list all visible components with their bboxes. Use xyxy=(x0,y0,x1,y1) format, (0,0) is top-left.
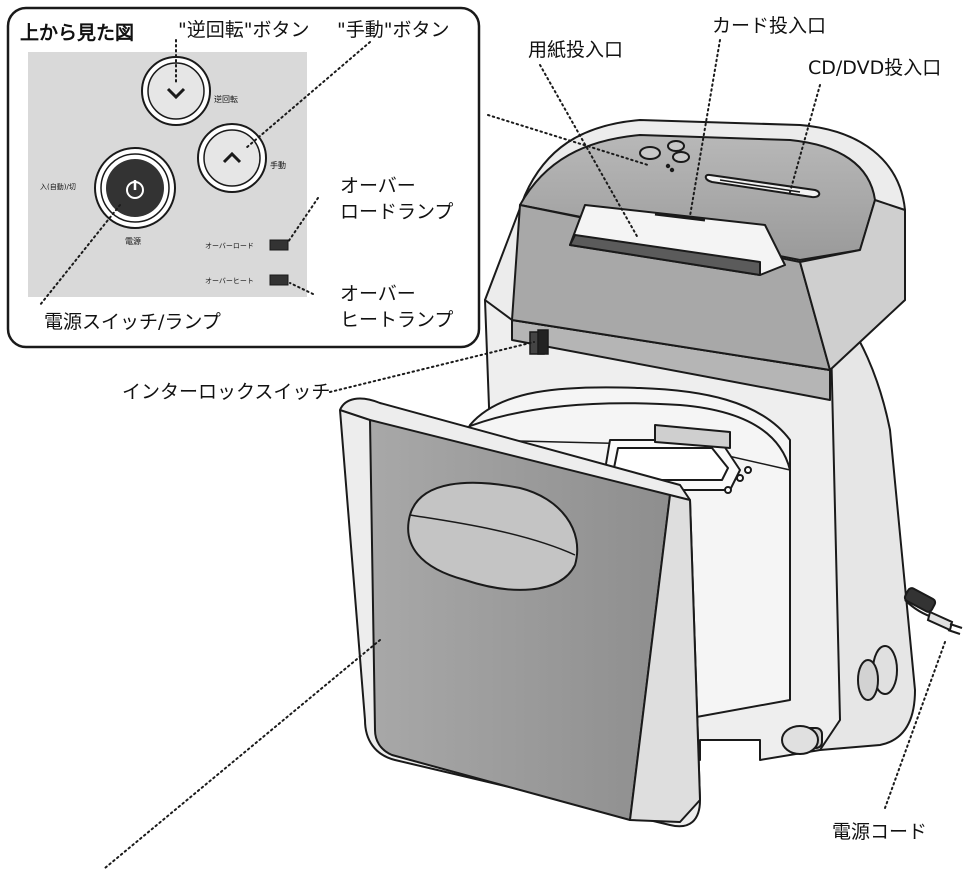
interlock-switch-part xyxy=(529,329,549,355)
leader-lines xyxy=(39,39,946,869)
shredder-head xyxy=(484,119,906,371)
panel-power-onoff-text: 入(自動)/切 xyxy=(40,183,76,191)
inset-title: 上から見た図 xyxy=(20,22,135,44)
panel-manual-text: 手動 xyxy=(270,161,286,170)
drawer-door xyxy=(339,397,701,828)
manual-button-label: "手動"ボタン xyxy=(337,19,450,41)
top-view-inset xyxy=(6,6,481,349)
panel-reverse-text: 逆回転 xyxy=(214,95,238,104)
power-cord-label: 電源コード xyxy=(832,821,928,843)
panel-power-text: 電源 xyxy=(125,237,141,246)
panel-overheat-text: オーバーヒート xyxy=(205,277,254,285)
card-slot-label: カード投入口 xyxy=(712,15,827,37)
power-cord-part xyxy=(903,587,963,635)
overheat-lamp-label: オーバー ヒートランプ xyxy=(340,283,454,331)
panel-overload-text: オーバーロード xyxy=(205,242,254,250)
overload-lamp-label: オーバー ロードランプ xyxy=(340,175,454,223)
power-switch-lamp-label: 電源スイッチ/ランプ xyxy=(44,311,221,333)
paper-slot-label: 用紙投入口 xyxy=(528,39,624,61)
cd-dvd-slot-label: CD/DVD投入口 xyxy=(808,57,942,79)
reverse-button-label: "逆回転"ボタン xyxy=(178,19,310,41)
interlock-switch-label: インターロックスイッチ xyxy=(122,381,331,403)
